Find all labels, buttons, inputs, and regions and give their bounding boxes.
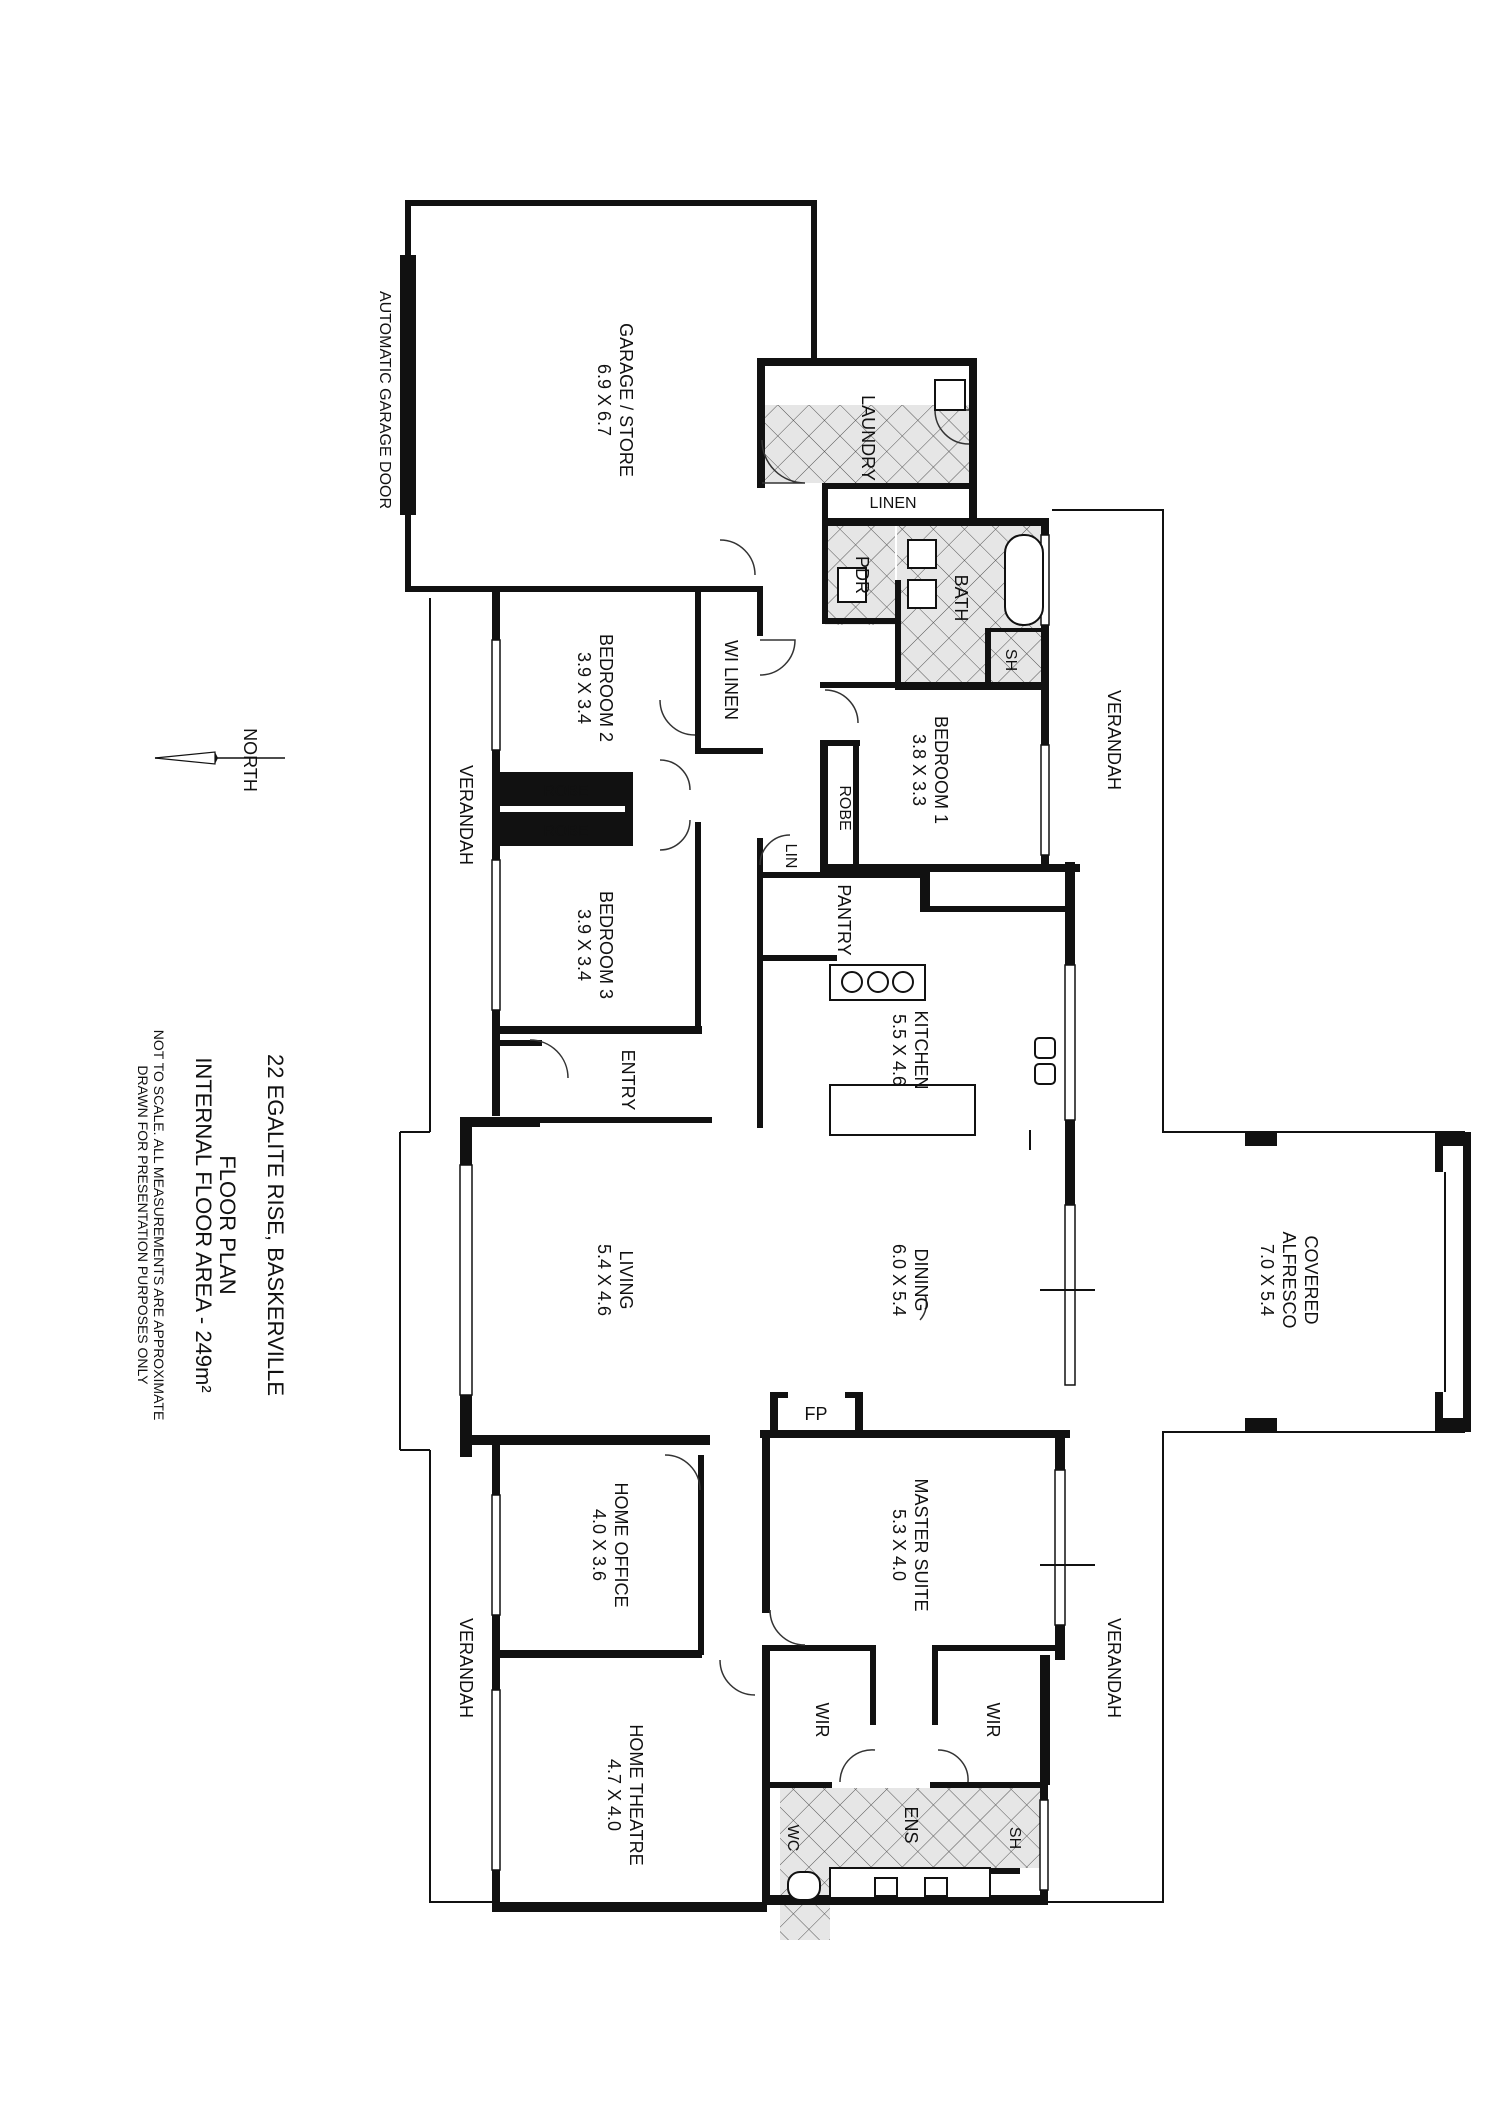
- shower-label-1: SH: [1002, 649, 1019, 671]
- plan-title: FLOOR PLAN: [215, 1155, 240, 1294]
- kitchen-name: KITCHEN: [911, 1010, 931, 1089]
- address-title: 22 EGALITE RISE, BASKERVILLE: [263, 1054, 288, 1396]
- wc-label: WC: [784, 1825, 801, 1852]
- garage-dims: 6.9 X 6.7: [594, 364, 614, 436]
- bedroom2-name: BEDROOM 2: [596, 634, 616, 742]
- theatre-dims: 4.7 X 4.0: [604, 1759, 624, 1831]
- theatre-name: HOME THEATRE: [626, 1724, 646, 1865]
- verandah-right-top: VERANDAH: [1104, 690, 1124, 790]
- linen-label: LINEN: [869, 495, 916, 512]
- wir-label-2: WIR: [983, 1703, 1003, 1738]
- disclaimer-line-1: NOT TO SCALE. ALL MEASUREMENTS ARE APPRO…: [151, 1030, 167, 1421]
- north-arrow: [154, 751, 285, 765]
- windows: [459, 534, 1095, 1891]
- disclaimer-line-2: DRAWN FOR PRESENTATION PURPOSES ONLY: [135, 1065, 151, 1385]
- verandah-labels: VERANDAH VERANDAH VERANDAH VERANDAH: [456, 690, 1124, 1718]
- entry-label: ENTRY: [618, 1050, 638, 1111]
- office-name: HOME OFFICE: [611, 1483, 631, 1608]
- tiled-floors: [762, 405, 1047, 1940]
- room-labels: GARAGE / STORE 6.9 X 6.7 LAUNDRY LINEN P…: [543, 323, 1321, 1866]
- bedroom3-name: BEDROOM 3: [596, 891, 616, 999]
- floor-area: INTERNAL FLOOR AREA - 249m²: [191, 1057, 216, 1392]
- laundry-label: LAUNDRY: [858, 395, 878, 481]
- verandah-outlines: [399, 509, 1465, 1903]
- kitchen-dims: 5.5 X 4.6: [889, 1014, 909, 1086]
- master-dims: 5.3 X 4.0: [889, 1509, 909, 1581]
- doors: [529, 409, 970, 1783]
- alfresco-name-2: ALFRESCO: [1279, 1231, 1299, 1328]
- living-dims: 5.4 X 4.6: [594, 1244, 614, 1316]
- garage-door-label: AUTOMATIC GARAGE DOOR: [376, 291, 393, 509]
- garage-walls: [400, 200, 817, 592]
- bedroom1-name: BEDROOM 1: [931, 716, 951, 824]
- verandah-left-bottom: VERANDAH: [456, 1618, 476, 1718]
- pantry-label: PANTRY: [834, 884, 854, 955]
- alfresco-name-1: COVERED: [1301, 1235, 1321, 1324]
- shower-label-2: SH: [1006, 1827, 1023, 1849]
- bedroom3-dims: 3.9 X 3.4: [574, 909, 594, 981]
- fp-label: FP: [804, 1404, 827, 1424]
- lin-label: LIN: [782, 844, 799, 869]
- wir-label-1: WIR: [812, 1703, 832, 1738]
- verandah-left-top: VERANDAH: [456, 765, 476, 865]
- robe-label-b: ROBE: [543, 823, 588, 840]
- robe-label-a: ROBE: [543, 783, 588, 800]
- master-name: MASTER SUITE: [911, 1478, 931, 1611]
- dining-name: DINING: [911, 1249, 931, 1312]
- bedroom2-dims: 3.9 X 3.4: [574, 652, 594, 724]
- bedroom1-dims: 3.8 X 3.3: [909, 734, 929, 806]
- dining-dims: 6.0 X 5.4: [889, 1244, 909, 1316]
- living-name: LIVING: [616, 1250, 636, 1309]
- fixtures: [787, 379, 1056, 1901]
- alfresco-posts: [1245, 1132, 1471, 1432]
- robe-label-c: ROBE: [836, 785, 853, 830]
- title-block: 22 EGALITE RISE, BASKERVILLE FLOOR PLAN …: [135, 1030, 288, 1421]
- office-dims: 4.0 X 3.6: [589, 1509, 609, 1581]
- verandah-right-bottom: VERANDAH: [1104, 1618, 1124, 1718]
- pdr-label: PDR: [852, 556, 872, 594]
- north-label: NORTH: [240, 728, 260, 792]
- bath-label: BATH: [951, 575, 971, 622]
- ens-label: ENS: [901, 1806, 921, 1843]
- garage-name: GARAGE / STORE: [616, 323, 636, 477]
- wi-linen-label: WI LINEN: [721, 640, 741, 720]
- alfresco-dims: 7.0 X 5.4: [1257, 1244, 1277, 1316]
